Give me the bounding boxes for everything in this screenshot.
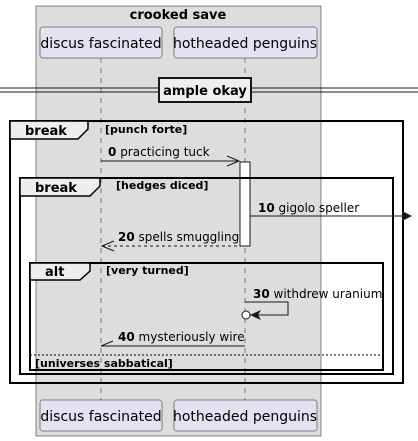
participant-penguins-top[interactable]: hotheaded penguins [173, 26, 318, 59]
message-0: 0 practicing tuck [101, 145, 241, 167]
message-label: 30 withdrew uranium [253, 287, 382, 301]
fragment-inner-break: break [hedges diced] [19, 177, 394, 375]
message-10: 10 gigolo speller [250, 201, 412, 221]
fragment-outer-break: break [punch forte] [9, 120, 404, 384]
participant-penguins-bottom[interactable]: hotheaded penguins [173, 399, 318, 432]
fragment-keyword: break [35, 181, 77, 196]
message-label: 10 gigolo speller [258, 201, 359, 215]
else-guard: [universes sabbatical] [35, 357, 173, 370]
divider-label: ample okay [163, 84, 247, 99]
participant-discus-top[interactable]: discus fascinated [39, 26, 163, 59]
participant-box [35, 5, 322, 437]
participant-label: discus fascinated [40, 36, 161, 52]
participant-label: hotheaded penguins [173, 36, 317, 52]
participant-discus-bottom[interactable]: discus fascinated [39, 399, 163, 432]
activation-bar [239, 161, 251, 247]
participant-label: hotheaded penguins [173, 409, 317, 425]
fragment-keyword: alt [45, 265, 64, 280]
message-label: 0 practicing tuck [108, 145, 210, 159]
divider: ample okay [0, 77, 418, 103]
message-20: 20 spells smuggling [100, 230, 240, 252]
fragment-guard: [hedges diced] [116, 179, 208, 192]
fragment-guard: [very turned] [106, 264, 189, 277]
participant-label: discus fascinated [40, 409, 161, 425]
message-30: 30 withdrew uranium [241, 287, 382, 320]
fragment-alt: alt [very turned] [universes sabbatical] [29, 262, 384, 371]
fragment-guard: [punch forte] [105, 123, 187, 136]
message-label: 40 mysteriously wire [118, 330, 245, 344]
message-label: 20 spells smuggling [118, 230, 239, 244]
message-40: 40 mysteriously wire [100, 330, 245, 347]
box-title: crooked save [130, 8, 227, 23]
fragment-keyword: break [25, 124, 67, 139]
